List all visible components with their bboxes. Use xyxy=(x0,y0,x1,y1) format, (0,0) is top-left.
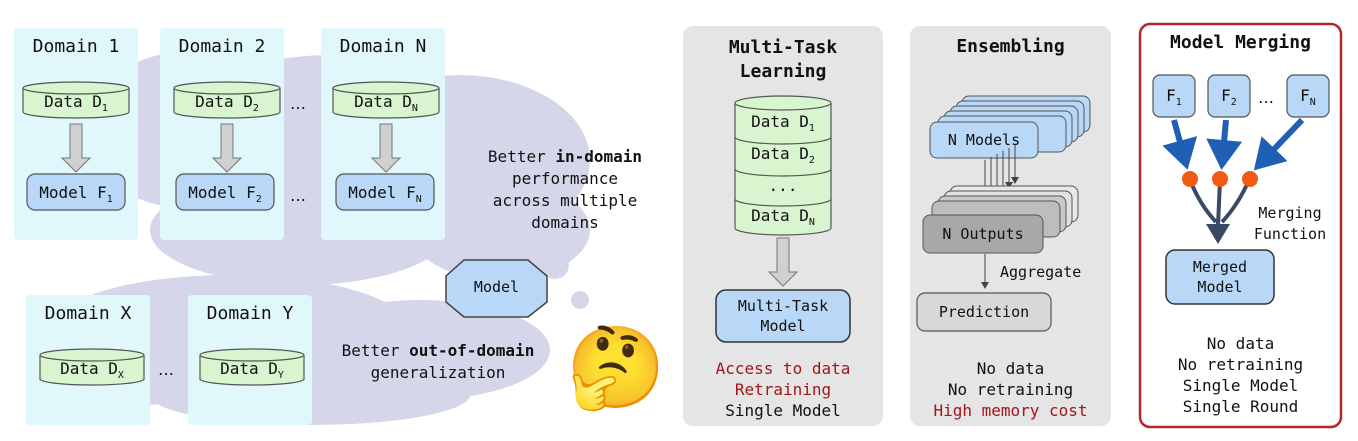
f-label: FN xyxy=(1300,86,1316,109)
data-label: Data D1 xyxy=(44,92,108,115)
aggregate-label: Aggregate xyxy=(1000,263,1082,281)
thinking-face-icon: 🤔 xyxy=(566,321,666,414)
stack-label: Data D1 xyxy=(751,112,815,135)
prediction-label: Prediction xyxy=(938,303,1030,321)
mtl-model-label: Multi-Task Model xyxy=(737,297,829,335)
f-label: F1 xyxy=(1166,86,1182,109)
merging-panel xyxy=(1138,22,1343,429)
data-label: Data D2 xyxy=(195,92,259,115)
domain-title: Domain X xyxy=(44,303,132,324)
stack-label: Data D2 xyxy=(751,144,815,167)
prediction-box xyxy=(916,292,1052,332)
ellipsis: … xyxy=(290,94,306,113)
mtl-data-stack xyxy=(734,95,832,236)
data-cylinder xyxy=(39,348,145,386)
thought-bubbles xyxy=(541,251,589,309)
merged-model-box xyxy=(1165,249,1275,305)
domain-title: Domain N xyxy=(339,36,427,57)
data-label: Data DX xyxy=(60,359,124,382)
model-label: Model FN xyxy=(348,183,422,206)
domain-title: Domain 1 xyxy=(32,36,120,57)
merge-blue-arrows xyxy=(1162,117,1305,171)
out-domain-text: Better out-of-domain generalization xyxy=(341,341,535,382)
merging-function-label: Merging Function xyxy=(1253,204,1327,243)
ellipsis: … xyxy=(290,186,306,205)
mtl-model-box xyxy=(715,289,851,343)
down-arrow xyxy=(60,123,402,173)
ellipsis: … xyxy=(1258,88,1274,107)
merge-dots xyxy=(1182,171,1258,187)
model-label: Model F2 xyxy=(188,183,262,206)
ensembling-title: Ensembling xyxy=(956,36,1065,57)
domain-title: Domain Y xyxy=(206,303,294,324)
domain-title: Domain 2 xyxy=(178,36,266,57)
data-label: Data DN xyxy=(354,92,418,115)
stack-label: Data DN xyxy=(751,206,815,229)
merged-model-label: Merged Model xyxy=(1192,258,1248,296)
mtl-title: Multi-Task Learning xyxy=(728,37,838,82)
n-outputs-stack xyxy=(922,185,1079,254)
ensembling-notes: No data No retraining High memory cost xyxy=(933,359,1088,420)
data-cylinder xyxy=(332,81,440,119)
f-label: F2 xyxy=(1221,86,1237,109)
octagon-label: Model xyxy=(473,278,520,296)
model-octagon xyxy=(445,259,548,318)
merging-title: Model Merging xyxy=(1170,32,1311,53)
mtl-notes: Access to data Retraining Single Model xyxy=(715,359,851,420)
stack-label: ... xyxy=(768,176,798,195)
in-domain-text: Better in-domain performance across mult… xyxy=(487,147,643,232)
data-label: Data DY xyxy=(220,359,284,382)
merging-notes: No data No retraining Single Model Singl… xyxy=(1177,334,1304,416)
n-models-label: N Models xyxy=(947,131,1021,149)
n-outputs-label: N Outputs xyxy=(942,225,1024,243)
data-cylinder xyxy=(199,348,305,386)
data-cylinder xyxy=(22,81,130,119)
model-label: Model F1 xyxy=(39,183,113,206)
n-models-stack xyxy=(929,95,1091,159)
down-arrow xyxy=(767,237,799,287)
model-box xyxy=(26,173,435,211)
f-boxes xyxy=(1152,74,1330,118)
ellipsis: … xyxy=(158,360,174,379)
data-cylinder xyxy=(173,81,281,119)
